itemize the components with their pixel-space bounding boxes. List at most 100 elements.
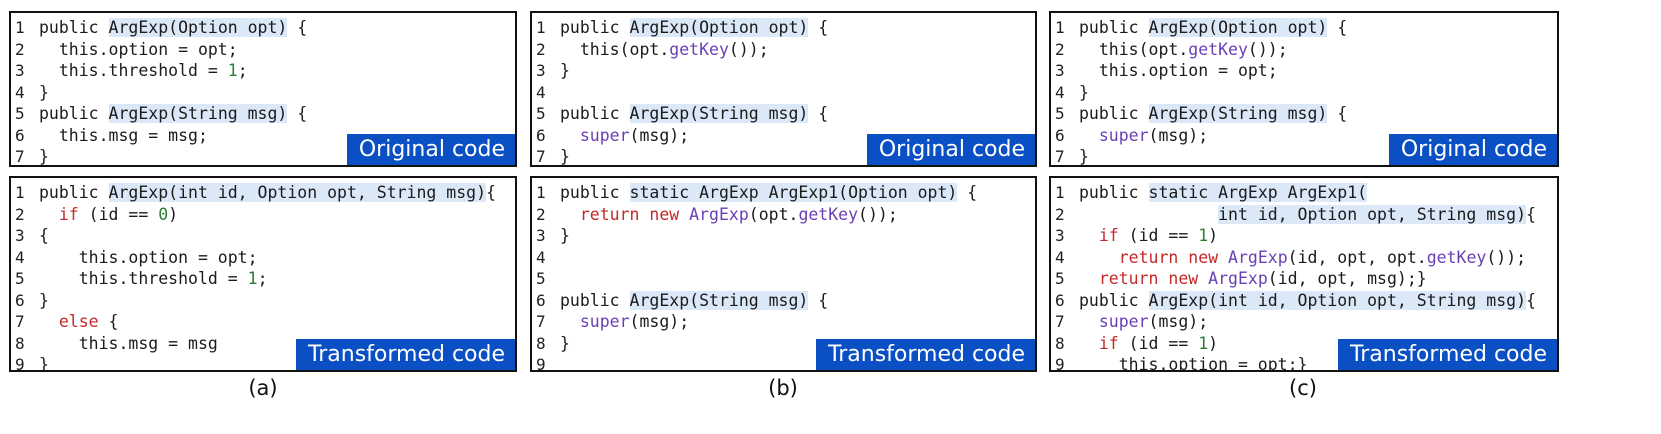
code-token: ArgExp bbox=[1208, 269, 1268, 288]
code-line: 9 this.option = opt;} bbox=[1051, 354, 1557, 372]
line-number: 1 bbox=[15, 18, 25, 37]
code-line: 3} bbox=[532, 225, 1035, 247]
code-token: (msg); bbox=[1148, 125, 1209, 145]
panel-c-transformed: 1 public static ArgExp ArgExp1( 2 int id, … bbox=[1049, 176, 1559, 372]
code-token: (id, opt, opt. bbox=[1287, 247, 1427, 267]
transformed-code-label: Transformed code bbox=[816, 339, 1035, 370]
code-line: 8 this.msg = msg bbox=[11, 333, 515, 355]
code-token: return new bbox=[579, 204, 680, 224]
code-token bbox=[1079, 126, 1099, 145]
code-token: super bbox=[579, 312, 630, 331]
highlighted-code: ArgExp(Option opt) bbox=[108, 18, 288, 37]
code-token: public bbox=[1079, 290, 1149, 310]
line-number: 7 bbox=[536, 312, 546, 331]
code-token bbox=[1198, 269, 1208, 288]
code-token: { bbox=[287, 104, 308, 123]
code-token: public bbox=[39, 104, 109, 123]
code-line: 7} bbox=[532, 146, 1035, 166]
line-number: 9 bbox=[1055, 355, 1065, 372]
code-line: 2 int id, Option opt, String msg){ bbox=[1051, 204, 1557, 226]
code-token: public bbox=[1079, 183, 1149, 202]
code-token: 1 bbox=[1198, 333, 1209, 353]
code-line: 4 return new ArgExp(id, opt, opt.getKey(… bbox=[1051, 247, 1557, 269]
code-token: getKey bbox=[1426, 247, 1487, 267]
highlighted-code: ArgExp(Option opt) bbox=[629, 18, 809, 37]
code-token: this(opt. bbox=[1079, 39, 1189, 59]
code-line: 6 super(msg); bbox=[532, 125, 1035, 147]
line-number: 7 bbox=[15, 312, 25, 331]
line-number: 3 bbox=[1055, 61, 1065, 80]
line-number: 4 bbox=[536, 82, 546, 102]
line-number: 4 bbox=[1055, 82, 1065, 102]
code-token bbox=[1079, 226, 1099, 245]
code-token bbox=[1218, 248, 1228, 267]
line-number: 1 bbox=[1055, 183, 1065, 202]
line-number: 5 bbox=[1055, 104, 1065, 123]
code-line: 3 if (id == 1) bbox=[1051, 225, 1557, 247]
code-token: public bbox=[560, 104, 630, 123]
code-line: 6 super(msg); bbox=[1051, 125, 1557, 147]
code-token bbox=[39, 312, 59, 331]
code-token: (id, opt, msg);} bbox=[1267, 269, 1427, 288]
code-token: ; bbox=[257, 269, 268, 288]
transformed-code-label: Transformed code bbox=[1338, 339, 1557, 370]
code-token: (msg); bbox=[1148, 312, 1209, 331]
code-token: return new bbox=[1118, 247, 1219, 267]
code-token: public bbox=[560, 18, 630, 37]
line-number: 1 bbox=[536, 183, 546, 202]
code-line: 7 super(msg); bbox=[532, 311, 1035, 333]
code-line: 2 return new ArgExp(opt.getKey()); bbox=[532, 204, 1035, 226]
code-line: 2 this.option = opt; bbox=[11, 39, 515, 61]
original-code-label: Original code bbox=[866, 134, 1035, 165]
code-token bbox=[1079, 269, 1099, 288]
code-token: 1 bbox=[227, 61, 238, 80]
code-token: (id == bbox=[1118, 333, 1199, 353]
code-line: 5 return new ArgExp(id, opt, msg);} bbox=[1051, 268, 1557, 290]
highlighted-code: ArgExp(String msg) bbox=[108, 104, 288, 123]
code-token: } bbox=[1079, 82, 1089, 102]
code-line: 7 super(msg); bbox=[1051, 311, 1557, 333]
code-line: 4 this.option = opt; bbox=[11, 247, 515, 269]
code-token: (msg); bbox=[629, 312, 690, 331]
line-number: 3 bbox=[15, 61, 25, 80]
highlighted-code: ArgExp(int id, Option opt, String msg) bbox=[108, 183, 487, 202]
line-number: 6 bbox=[15, 290, 25, 310]
code-token: { bbox=[39, 226, 49, 245]
code-token: ArgExp bbox=[689, 204, 749, 224]
highlighted-code: static ArgExp ArgExp1( bbox=[1148, 183, 1368, 202]
code-token: } bbox=[560, 147, 570, 166]
code-line: 2 this(opt.getKey()); bbox=[1051, 39, 1557, 61]
highlighted-code: ArgExp(String msg) bbox=[629, 104, 809, 123]
code-line: 4} bbox=[11, 82, 515, 104]
highlighted-code: ArgExp(String msg) bbox=[629, 290, 809, 310]
code-line: 2 this(opt.getKey()); bbox=[532, 39, 1035, 61]
line-number: 7 bbox=[1055, 147, 1065, 166]
line-number: 5 bbox=[536, 269, 546, 288]
code-token: } bbox=[39, 82, 49, 102]
highlighted-code: ArgExp(Option opt) bbox=[1148, 18, 1328, 37]
code-token: public bbox=[1079, 18, 1149, 37]
code-token: if bbox=[1098, 226, 1119, 245]
line-number: 2 bbox=[1055, 39, 1065, 59]
line-number: 5 bbox=[15, 104, 25, 123]
code-token bbox=[39, 205, 59, 224]
code-token: getKey bbox=[669, 39, 729, 59]
code-token bbox=[560, 312, 580, 331]
code-token: public bbox=[1079, 104, 1149, 123]
code-token: ()); bbox=[858, 204, 898, 224]
line-number: 1 bbox=[1055, 18, 1065, 37]
code-token: (msg); bbox=[629, 125, 690, 145]
code-token: this(opt. bbox=[560, 39, 670, 59]
line-number: 5 bbox=[536, 104, 546, 123]
code-token: if bbox=[1098, 333, 1119, 353]
